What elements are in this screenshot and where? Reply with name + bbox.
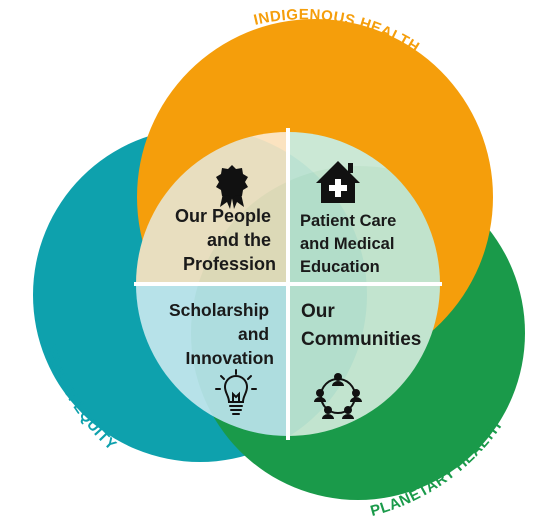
- hospital-house-icon: [316, 161, 360, 203]
- quadrant-patient-care: Patient Care and Medical Education: [300, 161, 401, 276]
- quadrant-bl-line-3: Innovation: [186, 348, 274, 368]
- quadrant-tr-line-1: Patient Care: [300, 212, 396, 230]
- quadrant-tl-line-3: Profession: [183, 254, 276, 274]
- svg-text:Our Communities: Our Communities: [301, 301, 421, 350]
- svg-text:Scholarship and In: Scholarship and Innovation: [169, 300, 274, 368]
- quadrant-br-line-2: Communities: [301, 329, 421, 350]
- quadrant-tl-line-2: and the: [207, 230, 271, 250]
- quadrant-tr-line-3: Education: [300, 258, 380, 276]
- svg-text:Our People and the: Our People and the Profession: [175, 206, 276, 274]
- quadrant-our-communities: Our Communities: [301, 301, 421, 419]
- quadrant-br-line-1: Our: [301, 301, 335, 322]
- quadrant-tl-line-1: Our People: [175, 206, 271, 226]
- quadrant-our-people: Our People and the Profession: [175, 165, 276, 274]
- quadrant-tr-line-2: and Medical: [300, 235, 394, 253]
- quadrant-bl-line-1: Scholarship: [169, 300, 269, 320]
- award-ribbon-icon: [216, 165, 248, 209]
- svg-text:Patient Care and Medical: Patient Care and Medical Education: [300, 212, 401, 276]
- quadrant-bl-line-2: and: [238, 324, 269, 344]
- community-people-icon: [314, 373, 362, 419]
- lightbulb-icon: [215, 369, 257, 415]
- quadrant-scholarship: Scholarship and Innovation: [169, 300, 274, 415]
